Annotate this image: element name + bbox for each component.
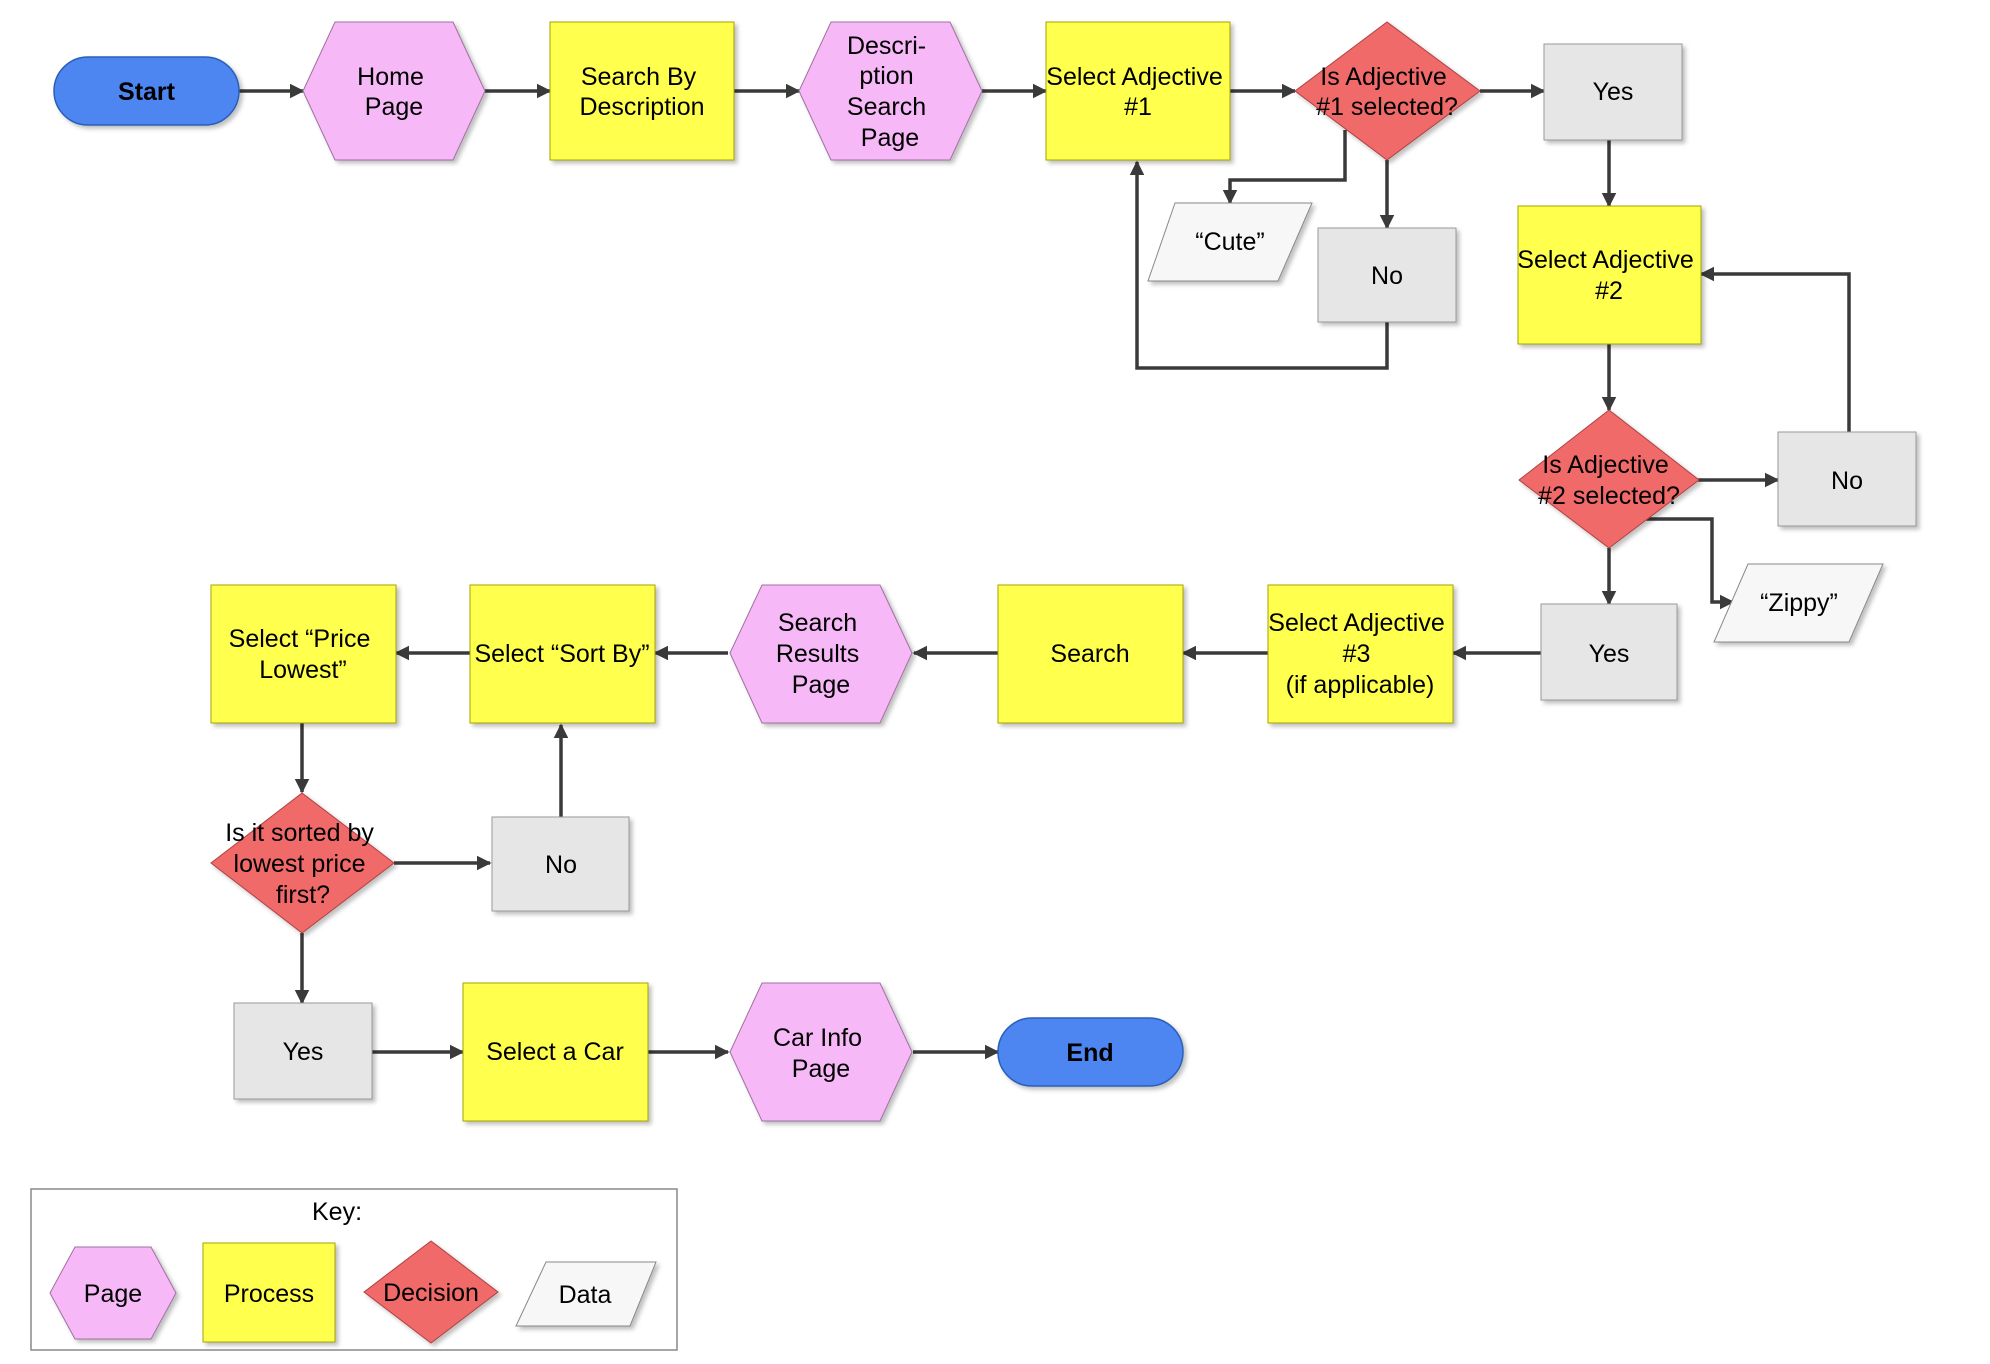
legend: Key: Page Process Decision Data <box>30 1188 678 1351</box>
yes-1-label: Yes <box>1593 78 1634 106</box>
edge-decision2-zippy <box>1646 517 1735 610</box>
no-3-label: No <box>545 851 577 879</box>
select-adjective-2-label: Select Adjective #2 <box>1517 246 1700 305</box>
cute-label: “Cute” <box>1195 228 1264 256</box>
yes-2-label: Yes <box>1589 640 1630 668</box>
select-adjective-2-node: Select Adjective #2 <box>1517 205 1702 345</box>
no-3-node: No <box>491 816 630 912</box>
search-results-page-node: Search Results Page <box>729 584 913 724</box>
search-node: Search <box>997 584 1184 724</box>
end-terminal: End <box>997 1017 1184 1087</box>
home-page-label: Home Page <box>357 63 431 121</box>
legend-title: Key: <box>312 1198 362 1226</box>
home-page-node: Home Page <box>302 21 486 161</box>
edges <box>239 83 1851 1060</box>
legend-process: Process <box>202 1242 336 1343</box>
yes-3-node: Yes <box>233 1002 373 1100</box>
yes-3-label: Yes <box>283 1038 324 1066</box>
search-label: Search <box>1050 640 1129 668</box>
description-search-page-node: Descri- ption Search Page <box>798 21 983 161</box>
edge-no2-adj2 <box>1699 266 1851 432</box>
search-results-page-label: Search Results Page <box>776 609 866 699</box>
decision-sorted-node: Is it sorted by lowest price first? <box>210 792 395 934</box>
start-terminal: Start <box>53 56 240 126</box>
edge-decision1-cute <box>1222 130 1347 205</box>
select-adjective-3-label: Select Adjective #3 (if applicable) <box>1268 609 1451 699</box>
decision-adjective-2-node: Is Adjective #2 selected? <box>1518 409 1700 549</box>
legend-page: Page <box>49 1246 177 1340</box>
car-info-page-node: Car Info Page <box>729 982 913 1122</box>
no-1-node: No <box>1317 227 1457 323</box>
no-1-label: No <box>1371 262 1403 290</box>
select-adjective-1-node: Select Adjective #1 <box>1045 21 1231 161</box>
legend-page-label: Page <box>84 1280 142 1308</box>
select-sort-by-label: Select “Sort By” <box>474 640 649 668</box>
legend-data: Data <box>515 1261 657 1327</box>
yes-1-node: Yes <box>1543 43 1683 141</box>
legend-decision-label: Decision <box>383 1279 479 1307</box>
select-a-car-label: Select a Car <box>486 1038 624 1066</box>
select-sort-by-node: Select “Sort By” <box>469 584 656 724</box>
decision-adjective-2-label: Is Adjective #2 selected? <box>1538 451 1680 510</box>
description-search-page-label: Descri- ption Search Page <box>847 32 933 152</box>
select-price-lowest-label: Select “Price Lowest” <box>229 625 378 684</box>
legend-decision: Decision <box>363 1240 499 1344</box>
end-label: End <box>1066 1039 1113 1067</box>
search-by-description-node: Search By Description <box>549 21 735 161</box>
select-adjective-3-node: Select Adjective #3 (if applicable) <box>1267 584 1454 724</box>
decision-sorted-label: Is it sorted by lowest price first? <box>225 819 381 909</box>
no-2-node: No <box>1777 431 1917 527</box>
select-a-car-node: Select a Car <box>462 982 649 1122</box>
no-2-label: No <box>1831 467 1863 495</box>
decision-adjective-1-node: Is Adjective #1 selected? <box>1294 21 1481 161</box>
select-adjective-1-label: Select Adjective #1 <box>1046 63 1229 121</box>
zippy-data-node: “Zippy” <box>1713 563 1884 643</box>
yes-2-node: Yes <box>1540 603 1678 701</box>
select-price-lowest-node: Select “Price Lowest” <box>210 584 397 724</box>
zippy-label: “Zippy” <box>1760 589 1838 617</box>
decision-adjective-1-label: Is Adjective #1 selected? <box>1316 63 1458 121</box>
legend-process-label: Process <box>224 1280 314 1308</box>
legend-data-label: Data <box>559 1281 612 1309</box>
cute-data-node: “Cute” <box>1147 202 1313 282</box>
car-info-page-label: Car Info Page <box>773 1024 869 1083</box>
search-by-description-label: Search By Description <box>579 63 704 121</box>
start-label: Start <box>118 78 176 106</box>
edge-no1-adj1 <box>1129 160 1389 370</box>
